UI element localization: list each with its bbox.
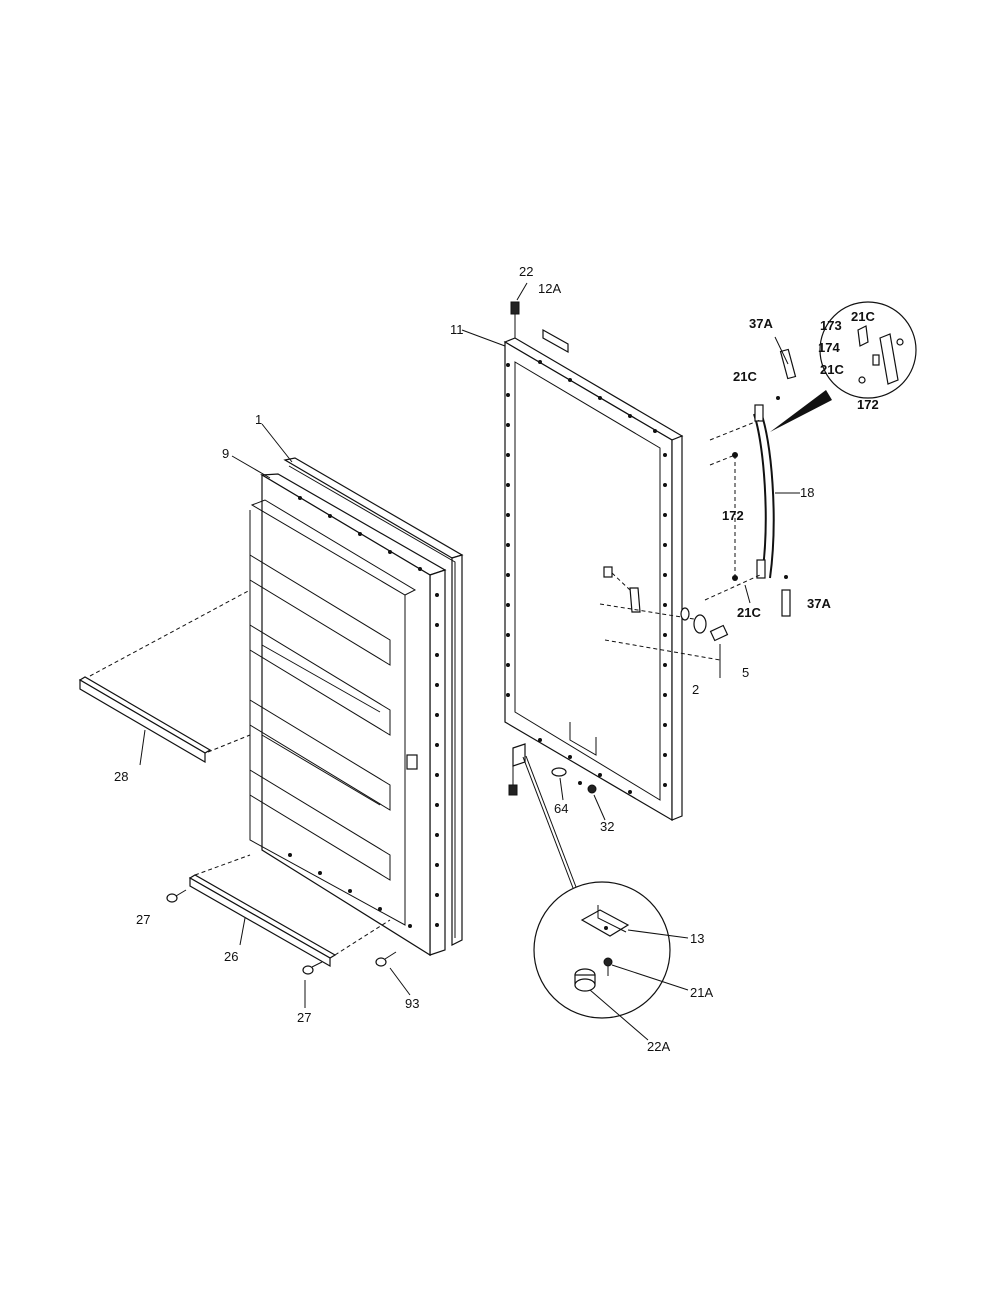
door-latch-parts — [599, 566, 729, 678]
label-21C-handle-top: 21C — [733, 369, 757, 384]
label-1: 1 — [255, 412, 262, 427]
bottom-hinge-bracket — [508, 743, 597, 889]
label-18: 18 — [800, 485, 814, 500]
handle-detail-callout — [770, 301, 917, 432]
label-37A-bottom: 37A — [807, 596, 831, 611]
label-28: 28 — [114, 769, 128, 784]
top-screw-22 — [510, 282, 528, 338]
label-93: 93 — [405, 996, 419, 1011]
outer-door-panel — [503, 328, 684, 822]
label-174: 174 — [818, 340, 840, 355]
shelf-bar-28 — [78, 589, 251, 764]
label-173: 173 — [820, 318, 842, 333]
leader-lines — [139, 329, 606, 1008]
label-172: 172 — [722, 508, 744, 523]
inner-door-liner — [249, 473, 447, 957]
bottom-trim-26 — [188, 854, 391, 968]
label-27-bottom: 27 — [297, 1010, 311, 1025]
label-37A-top: 37A — [749, 316, 773, 331]
label-64: 64 — [554, 801, 568, 816]
label-21A: 21A — [690, 985, 713, 1000]
screw-27-bottom — [302, 961, 323, 975]
label-26: 26 — [224, 949, 238, 964]
label-5: 5 — [742, 665, 749, 680]
label-21C-detail-mid: 21C — [820, 362, 844, 377]
label-12A: 12A — [538, 281, 561, 296]
label-11: 11 — [450, 322, 464, 337]
label-22-top: 22 — [519, 264, 533, 279]
label-27-left: 27 — [136, 912, 150, 927]
label-22A: 22A — [647, 1039, 670, 1054]
label-2: 2 — [692, 682, 699, 697]
label-13: 13 — [690, 931, 704, 946]
screw-93 — [375, 951, 397, 967]
door-gasket — [283, 457, 464, 946]
label-21C-handle-bottom: 21C — [737, 605, 761, 620]
hinge-detail-callout — [533, 881, 689, 1041]
door-handle — [704, 336, 800, 617]
label-32: 32 — [600, 819, 614, 834]
label-9: 9 — [222, 446, 229, 461]
screw-27-left — [166, 889, 187, 903]
label-172-detail: 172 — [857, 397, 879, 412]
label-21C-detail-top: 21C — [851, 309, 875, 324]
